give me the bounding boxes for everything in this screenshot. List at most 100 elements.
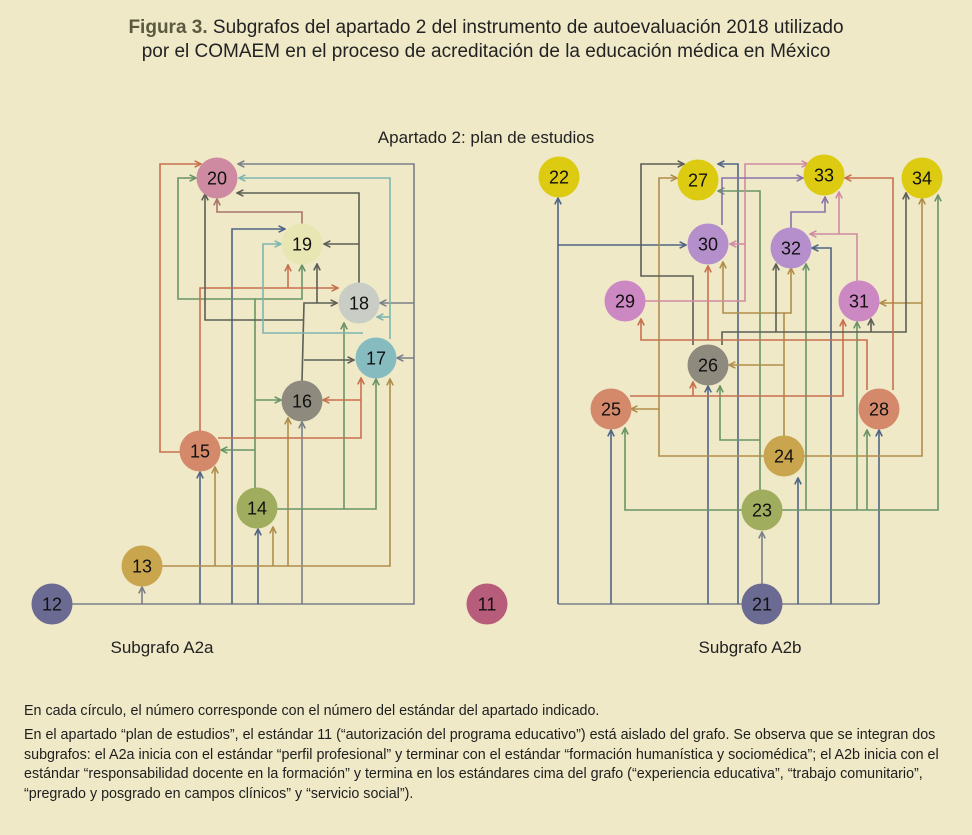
node-circle	[196, 157, 238, 199]
node-circle	[803, 154, 845, 196]
footnote-1: En cada círculo, el número corresponde c…	[24, 703, 600, 719]
node-circle	[31, 583, 73, 625]
node-33: 33	[803, 154, 845, 196]
subgraph-b-label: Subgrafo A2b	[698, 638, 801, 657]
caption-line-2: por el COMAEM en el proceso de acreditac…	[141, 41, 831, 62]
node-circle	[687, 344, 729, 386]
node-label: 32	[781, 239, 801, 259]
figure-caption: Figura 3. Subgrafos del apartado 2 del i…	[0, 16, 972, 64]
node-17: 17	[355, 337, 397, 379]
node-27: 27	[677, 159, 719, 201]
node-label: 26	[698, 356, 718, 376]
node-32: 32	[770, 227, 812, 269]
node-label: 19	[292, 235, 312, 255]
edge-arrow	[205, 194, 304, 321]
edge-arrow	[790, 197, 825, 228]
edge-arrow	[640, 164, 694, 345]
node-circle	[590, 388, 632, 430]
subgraph-a-label: Subgrafo A2a	[110, 638, 214, 657]
edge-arrow	[625, 428, 742, 511]
edge-arrow	[177, 178, 256, 488]
edge-arrow	[782, 195, 938, 511]
node-13: 13	[121, 545, 163, 587]
node-circle	[901, 157, 943, 199]
edge-arrow	[658, 178, 764, 457]
node-label: 17	[366, 349, 386, 369]
node-18: 18	[338, 282, 380, 324]
node-circle	[741, 489, 783, 531]
node-circle	[338, 282, 380, 324]
node-circle	[838, 280, 880, 322]
edge-arrow	[810, 234, 858, 281]
edge-arrow	[641, 319, 868, 390]
node-28: 28	[858, 388, 900, 430]
node-label: 21	[752, 595, 772, 615]
node-label: 12	[42, 595, 62, 615]
node-26: 26	[687, 344, 729, 386]
edge-arrow	[718, 164, 739, 604]
diagram-heading: Apartado 2: plan de estudios	[378, 128, 594, 147]
edge-arrow	[255, 265, 302, 300]
figure-label: Figura 3.	[128, 17, 208, 38]
node-31: 31	[838, 280, 880, 322]
edge-arrow	[231, 229, 285, 604]
node-label: 16	[292, 392, 312, 412]
edge-arrow	[784, 268, 791, 314]
edge-arrow	[845, 178, 894, 390]
footnote-2: En el apartado “plan de estudios”, el es…	[24, 727, 939, 802]
node-16: 16	[281, 380, 323, 422]
node-19: 19	[281, 223, 323, 265]
edge-arrow	[159, 164, 201, 453]
node-label: 28	[869, 400, 889, 420]
node-label: 14	[247, 499, 267, 519]
node-label: 30	[698, 235, 718, 255]
node-label: 13	[132, 557, 152, 577]
node-circle	[466, 583, 508, 625]
edge-arrow	[217, 199, 303, 224]
edge-arrow	[277, 379, 376, 510]
node-label: 11	[478, 595, 497, 615]
node-22: 22	[538, 156, 580, 198]
node-circle	[604, 280, 646, 322]
caption-line-1: Subgrafos del apartado 2 del instrumento…	[207, 17, 844, 38]
node-label: 33	[814, 166, 834, 186]
node-label: 24	[774, 447, 794, 467]
edge-arrow	[721, 193, 906, 345]
node-label: 29	[615, 292, 635, 312]
graph-diagram: Apartado 2: plan de estudios Subgrafo A2…	[31, 128, 943, 657]
node-15: 15	[179, 430, 221, 472]
node-29: 29	[604, 280, 646, 322]
edge-arrow	[718, 191, 761, 490]
node-circle	[677, 159, 719, 201]
node-circle	[281, 223, 323, 265]
node-circle	[236, 487, 278, 529]
edge-arrow	[720, 386, 760, 441]
node-circle	[687, 223, 729, 265]
node-circle	[538, 156, 580, 198]
edge-arrow	[723, 262, 785, 436]
node-23: 23	[741, 489, 783, 531]
node-14: 14	[236, 487, 278, 529]
edge-arrow	[262, 244, 363, 334]
node-circle	[281, 380, 323, 422]
node-circle	[179, 430, 221, 472]
node-30: 30	[687, 223, 729, 265]
edge-arrow	[239, 178, 391, 339]
edge-arrow	[162, 379, 390, 567]
node-label: 25	[601, 400, 621, 420]
edge-arrow	[804, 198, 922, 457]
node-12: 12	[31, 583, 73, 625]
node-20: 20	[196, 157, 238, 199]
node-circle	[763, 435, 805, 477]
edge-arrow	[645, 164, 808, 302]
node-circle	[858, 388, 900, 430]
node-21: 21	[741, 583, 783, 625]
edge-arrow	[70, 164, 415, 605]
node-label: 27	[688, 171, 708, 191]
edge-arrow	[199, 288, 338, 431]
node-circle	[741, 583, 783, 625]
node-circle	[355, 337, 397, 379]
node-24: 24	[763, 435, 805, 477]
node-11: 11	[466, 583, 508, 625]
